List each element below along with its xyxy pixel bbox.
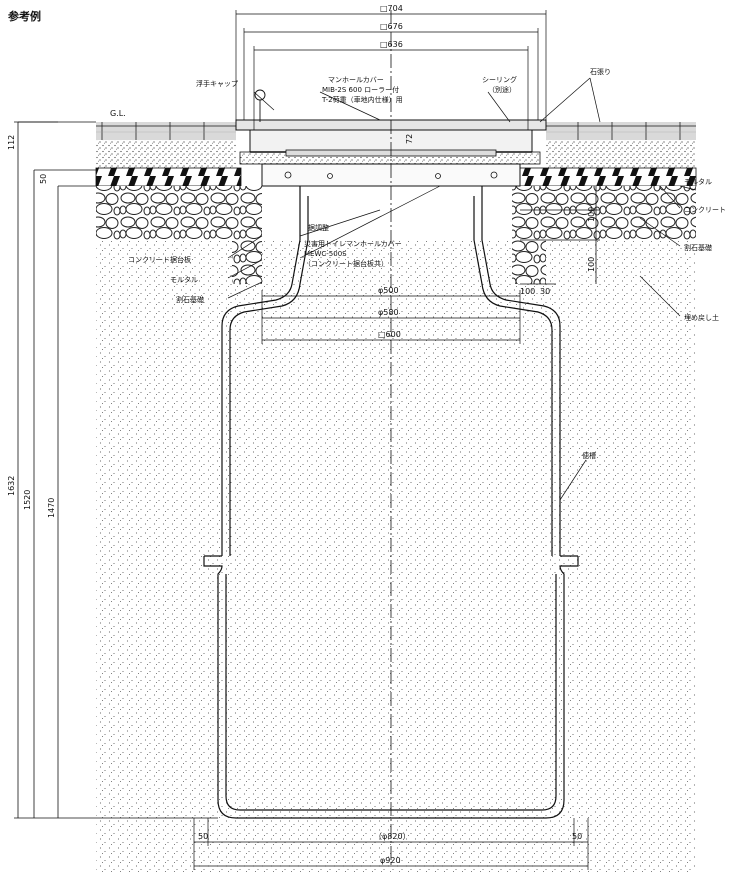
crushed-stone-right-label: 割石基礎 <box>684 243 712 252</box>
mortar-right-label: モルタル <box>684 177 712 186</box>
dim-1470: 1470 <box>47 498 56 518</box>
sealing-note: （別途） <box>488 85 516 94</box>
dim-30: 30 <box>540 287 550 296</box>
dim-1632: 1632 <box>7 476 16 496</box>
dim-112: 112 <box>7 135 16 150</box>
backfill-soil-area <box>96 240 696 873</box>
dim-phi820: （φ820） <box>374 832 411 841</box>
concrete-layer-left <box>95 167 242 187</box>
mortar-layer-right <box>546 140 696 168</box>
dim-sq600: □600 <box>378 330 401 339</box>
crushed-stone-inner-right <box>512 186 546 284</box>
dim-50-right: 50 <box>572 832 582 841</box>
dim-1520: 1520 <box>23 490 32 510</box>
dimension-lines <box>17 13 597 867</box>
manhole-cover-label: マンホールカバー <box>328 76 384 84</box>
body-label: 便槽 <box>582 451 596 460</box>
cover-model-1: MIB-2S 600 ローラー付 <box>322 85 399 94</box>
paving-stone-right <box>546 122 696 140</box>
toilet-cover-model: MEWC-500S <box>304 250 347 258</box>
dim-100-c: 100 <box>520 287 535 296</box>
toilet-cover-label: 災害用トイレマンホールカバー <box>304 239 402 248</box>
concrete-base-label: コンクリート据台板 <box>128 255 191 264</box>
paving-stone-label: 石張り <box>590 68 611 76</box>
dim-50-left: 50 <box>198 832 208 841</box>
crushed-stone-left-label: 割石基礎 <box>176 295 204 304</box>
floating-cap-label: 浮手キャップ <box>196 79 238 88</box>
paving-stone-left <box>96 122 236 140</box>
dim-50: 50 <box>39 174 48 184</box>
concrete-layer-right <box>511 167 697 187</box>
mortar-left-label: モルタル <box>170 275 198 284</box>
gl-label: G.L. <box>110 109 126 118</box>
fixing-bolt-label: 据調整 <box>308 223 329 232</box>
dim-636: □636 <box>380 40 403 49</box>
dim-phi500: φ500 <box>378 286 399 295</box>
toilet-cover-note: （コンクリート据台板共） <box>304 259 388 268</box>
drawing-title: 参考例 <box>8 9 41 23</box>
backfill-soil-label: 埋め戻し土 <box>684 313 719 322</box>
crushed-stone-left <box>96 186 241 240</box>
crushed-stone-inner-left <box>232 186 262 284</box>
concrete-right-label: コンクリート <box>684 206 726 214</box>
dim-100-a: 100 <box>587 207 596 222</box>
mortar-layer-left <box>96 140 236 168</box>
dim-704: □704 <box>380 4 403 13</box>
dim-676: □676 <box>380 22 403 31</box>
leader-lines <box>227 77 697 501</box>
dim-100-b: 100 <box>587 257 596 272</box>
sealing-label: シーリング <box>482 75 517 84</box>
dim-72: 72 <box>405 134 414 144</box>
dim-phi580: φ580 <box>378 308 399 317</box>
dim-phi920: φ920 <box>380 856 401 865</box>
cover-model-2: T-2荷重（車地内仕様）用 <box>321 95 403 104</box>
